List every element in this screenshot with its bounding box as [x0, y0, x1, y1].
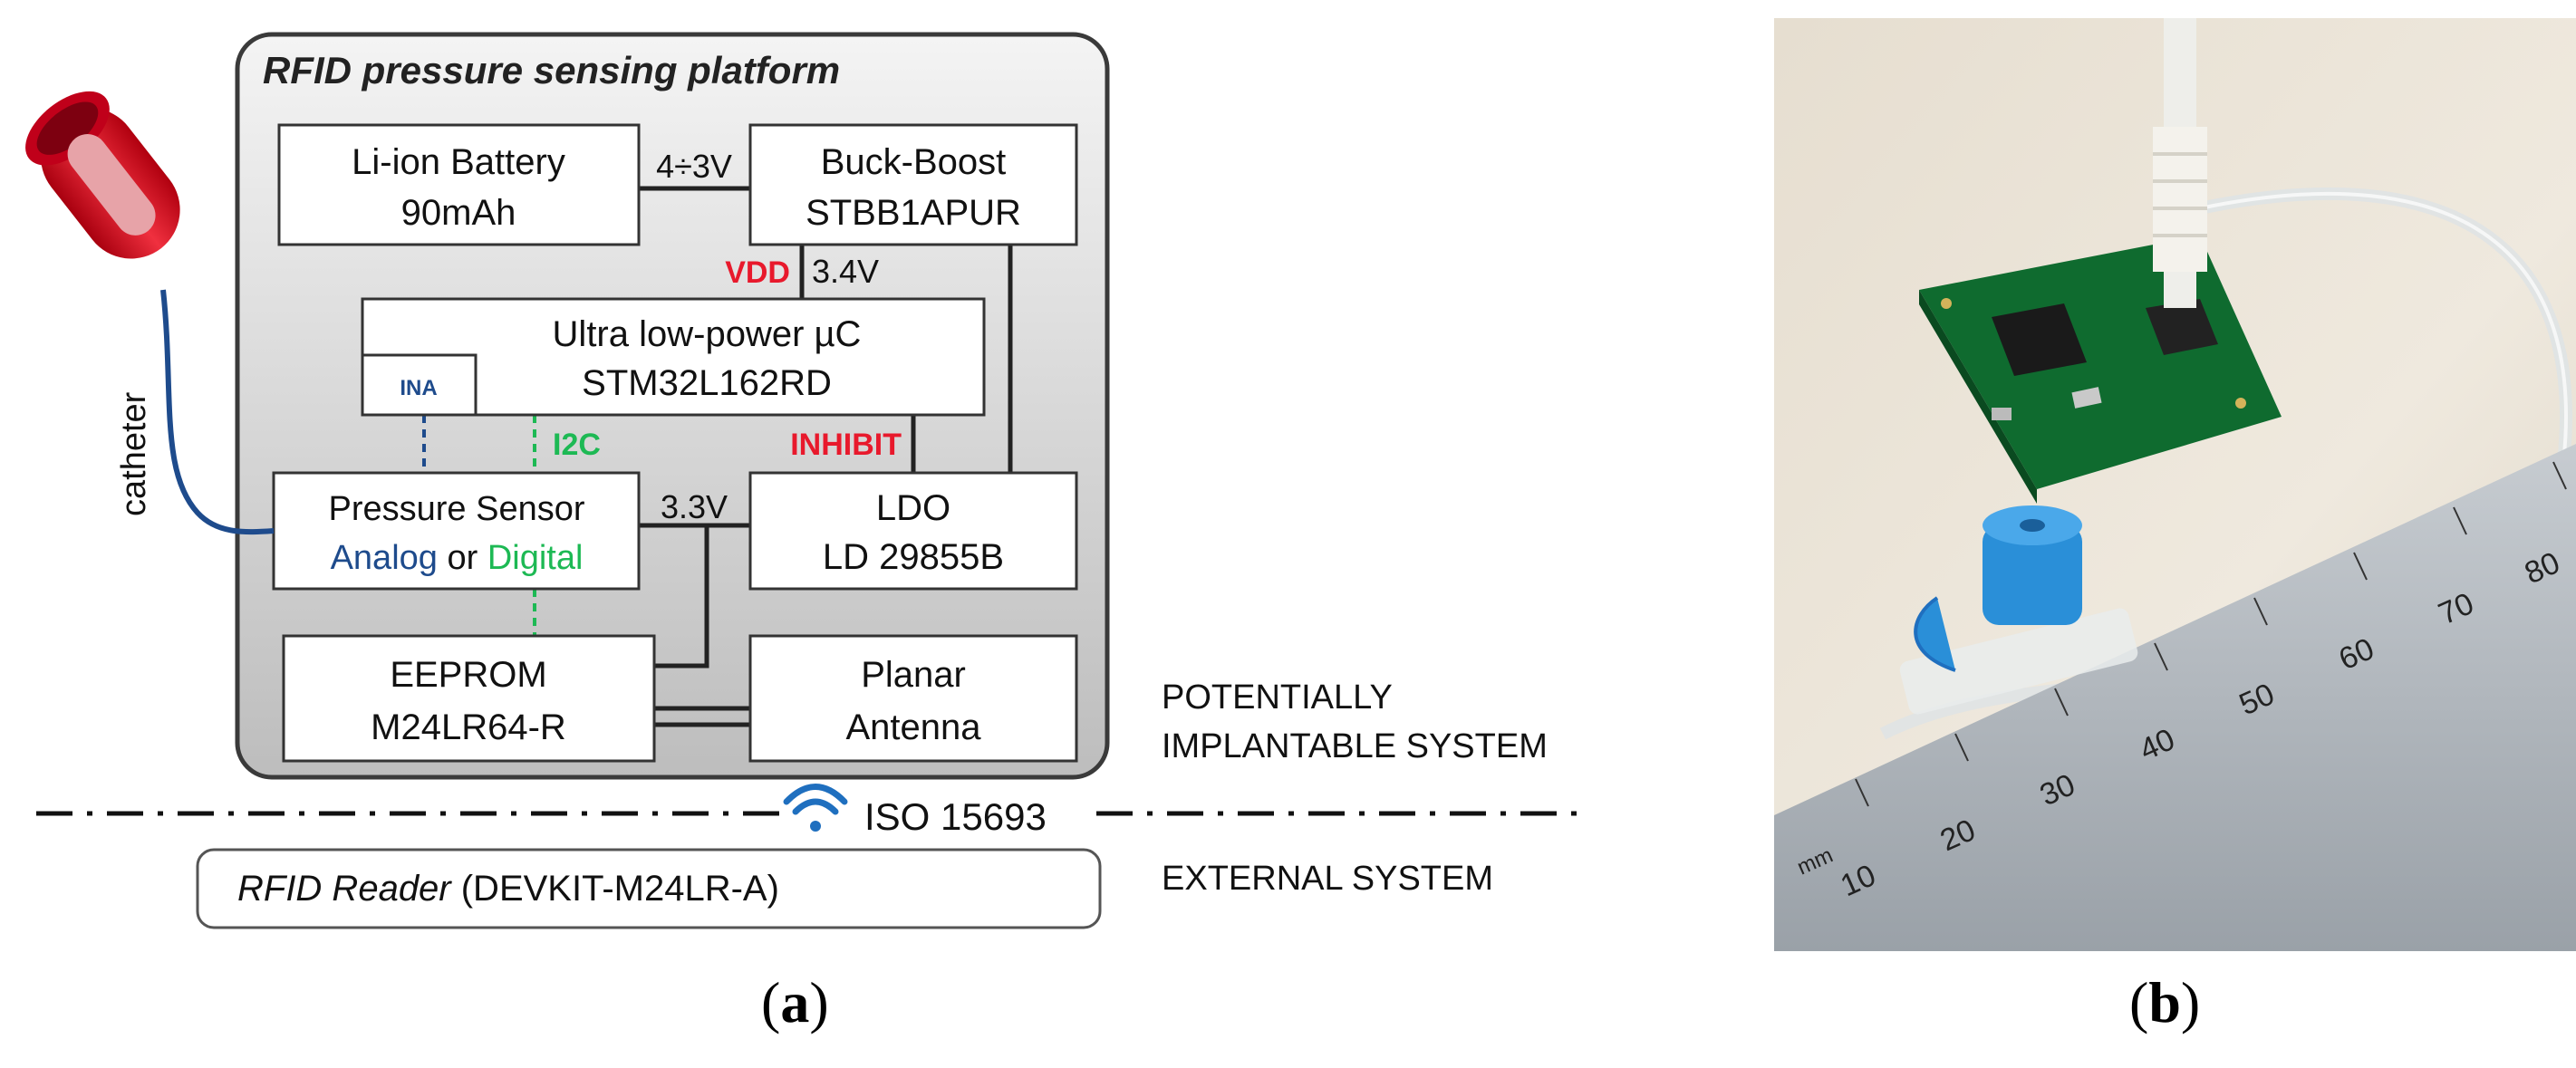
ldo-part: LD 29855B	[823, 537, 1004, 577]
ruler	[1774, 444, 2576, 951]
or-label: or	[438, 539, 487, 577]
mcu-part: STM32L162RD	[582, 363, 832, 403]
buck-boost-name: Buck-Boost	[821, 142, 1007, 182]
mcu-name: Ultra low-power µC	[553, 314, 862, 354]
buck-boost-block	[748, 123, 1078, 246]
panel-a: RFID pressure sensing platform Li-ion Ba…	[25, 32, 1586, 929]
catheter-icon	[25, 91, 180, 259]
ruler-ticks	[1855, 461, 2567, 807]
ina-label: INA	[400, 376, 437, 400]
eeprom-name: EEPROM	[390, 655, 546, 695]
digital-label: Digital	[487, 539, 584, 577]
antenna-block	[748, 634, 1078, 763]
ina-block	[361, 353, 478, 417]
i2c-label: I2C	[553, 428, 601, 462]
battery-block	[277, 123, 641, 246]
rfid-reader-model: (DEVKIT-M24LR-A)	[451, 869, 779, 909]
fitting-ridges	[2153, 152, 2207, 237]
tube-connector-fitting	[2153, 127, 2207, 272]
battery-voltage-label: 4÷3V	[656, 148, 732, 185]
ldo-voltage-label: 3.3V	[661, 488, 728, 525]
antenna-type: Antenna	[845, 707, 981, 747]
buck-output-label: 3.4V	[812, 253, 879, 290]
pressure-sensor-name: Pressure Sensor	[328, 490, 584, 528]
stopcock-valve	[1899, 505, 2138, 715]
battery-name: Li-ion Battery	[352, 142, 565, 182]
connections	[639, 186, 1013, 727]
caption-a: (a)	[761, 970, 829, 1034]
buck-boost-part: STBB1APUR	[806, 193, 1021, 233]
implantable-system-line1: POTENTIALLY	[1162, 678, 1393, 717]
inhibit-label: INHIBIT	[790, 428, 902, 462]
panel-b-photo: mm 10 20 30 40 50 60 70 80	[1774, 18, 2576, 951]
analog-label: Analog	[331, 539, 438, 577]
rfid-reader-box	[196, 848, 1102, 929]
external-system-label: EXTERNAL SYSTEM	[1162, 860, 1493, 898]
eeprom-block	[282, 634, 656, 763]
prototype-photo: mm 10 20 30 40 50 60 70 80	[1774, 18, 2576, 951]
data-lines	[422, 415, 536, 636]
rfid-reader-label: RFID Reader (DEVKIT-M24LR-A)	[237, 869, 779, 909]
pressure-sensor-block	[272, 471, 641, 591]
wifi-icon	[783, 784, 848, 832]
caption-b: (b)	[2129, 970, 2201, 1034]
wireless-standard-label: ISO 15693	[864, 795, 1047, 838]
antenna-name: Planar	[861, 655, 966, 695]
caption-b-letter: b	[2148, 970, 2181, 1034]
vdd-label: VDD	[725, 255, 790, 290]
rfid-reader-name: RFID Reader	[237, 869, 452, 909]
eeprom-part: M24LR64-R	[371, 707, 566, 747]
ldo-name: LDO	[876, 488, 950, 528]
platform-title: RFID pressure sensing platform	[263, 49, 840, 91]
catheter-label: catheter	[115, 391, 153, 516]
caption-a-letter: a	[780, 970, 810, 1034]
battery-capacity: 90mAh	[401, 193, 516, 233]
implantable-system-line2: IMPLANTABLE SYSTEM	[1162, 727, 1548, 765]
catheter-tube	[160, 289, 275, 535]
pressure-sensor-type: Analog or Digital	[331, 539, 584, 577]
block-diagram: RFID pressure sensing platform Li-ion Ba…	[25, 32, 1586, 929]
ldo-block	[748, 471, 1078, 591]
